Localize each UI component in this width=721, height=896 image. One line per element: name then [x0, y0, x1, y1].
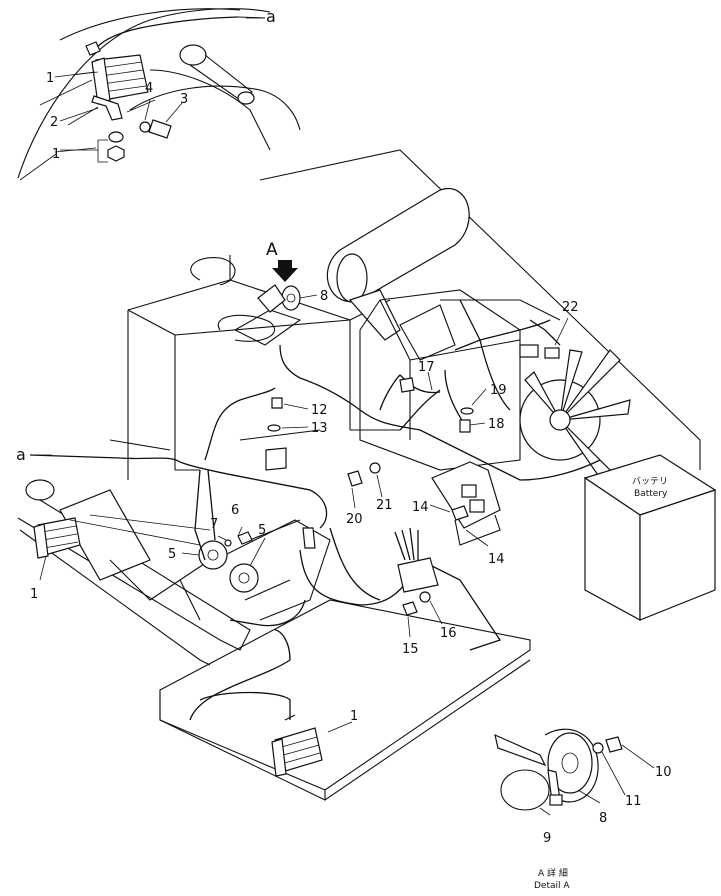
- callout-8-detail: 8: [599, 811, 607, 826]
- battery-label-jp: バッテリ: [632, 476, 668, 487]
- callout-3: 3: [180, 92, 188, 107]
- connector-bundle: [394, 527, 439, 616]
- callout-19: 19: [490, 383, 507, 398]
- inset-boom-lamp: [17, 8, 301, 179]
- boom-arm: [17, 479, 531, 802]
- wiring-harness: [29, 299, 601, 651]
- callout-20: 20: [346, 512, 363, 527]
- callout-18: 18: [488, 417, 505, 432]
- view-label-a: A: [266, 240, 278, 260]
- callout-1-base: 1: [350, 709, 358, 724]
- callout-6: 6: [231, 503, 239, 518]
- callout-1-nut: 1: [52, 147, 60, 162]
- view-arrow-a: [272, 260, 298, 282]
- callout-13: 13: [311, 421, 328, 436]
- callout-14-upper: 14: [412, 500, 429, 515]
- leader-lines: [19, 71, 655, 816]
- fuel-cap-sensor: [257, 284, 301, 313]
- detail-a: [494, 728, 623, 811]
- callout-14-lower: 14: [488, 552, 505, 567]
- work-lamp-boom: [33, 517, 81, 559]
- callout-5-left: 5: [168, 547, 176, 562]
- bolt-20-21: [347, 462, 381, 487]
- detail-a-caption-jp: A 詳 細: [538, 867, 568, 879]
- wire-label-a-left: a: [16, 445, 26, 464]
- callout-labels: 1 2 4 3 1 A 8 a a 12 13 17 19 18 22 21 2…: [16, 7, 672, 891]
- callout-5-right: 5: [258, 523, 266, 538]
- callout-15: 15: [402, 642, 419, 657]
- callout-21: 21: [376, 498, 393, 513]
- callout-12: 12: [311, 403, 328, 418]
- work-lamp-base: [271, 714, 323, 777]
- radiator-fan: [519, 349, 631, 479]
- sensor-12-13: [265, 397, 287, 471]
- relay-bracket: [431, 461, 501, 546]
- callout-1-boom: 1: [30, 587, 38, 602]
- wire-label-a-top: a: [266, 7, 276, 26]
- work-lamp-upper: [91, 54, 149, 105]
- sensor-22: [519, 344, 560, 359]
- callout-2: 2: [50, 115, 58, 130]
- callout-17: 17: [418, 360, 435, 375]
- callout-9: 9: [543, 831, 551, 846]
- battery: バッテリ Battery: [583, 454, 717, 622]
- callout-7: 7: [210, 517, 218, 532]
- sensor-17-19: [399, 377, 474, 433]
- detail-a-caption-en: Detail A: [534, 881, 570, 891]
- machine-body: [109, 149, 701, 480]
- callout-1-upper: 1: [46, 71, 54, 86]
- callout-11: 11: [625, 794, 642, 809]
- callout-22: 22: [562, 300, 579, 315]
- callout-10: 10: [655, 765, 672, 780]
- callout-4: 4: [145, 81, 153, 96]
- battery-label-en: Battery: [634, 489, 668, 499]
- callout-8-main: 8: [320, 289, 328, 304]
- callout-16: 16: [440, 626, 457, 641]
